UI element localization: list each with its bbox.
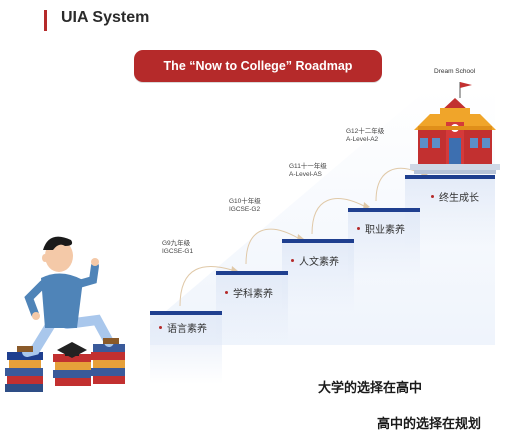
curve-g10 — [245, 228, 299, 265]
step-shadow-3 — [282, 242, 354, 312]
grade-cn-g10: G10十年级 — [229, 198, 261, 205]
grade-code-g11: A-Level-AS — [289, 171, 322, 178]
grade-label-g9: G9九年级 IGCSE-G1 — [162, 240, 193, 256]
step-shadow-5 — [405, 178, 495, 248]
curve-g11 — [311, 198, 365, 235]
curve-g9 — [179, 265, 233, 307]
step-bar-5 — [405, 175, 495, 179]
bullet-dot-4 — [357, 227, 360, 230]
step-label-1: 语言素养 — [167, 324, 207, 335]
grade-label-g12: G12十二年级 A-Level-A2 — [346, 128, 384, 144]
step-shadow-1 — [150, 314, 222, 384]
header: UIA System — [0, 0, 525, 40]
step-label-3: 人文素养 — [299, 257, 339, 268]
bullet-dot-1 — [159, 326, 162, 329]
step-label-2: 学科素养 — [233, 289, 273, 300]
step-bar-4 — [348, 208, 420, 212]
grade-code-g10: IGCSE-G2 — [229, 206, 261, 213]
step-bar-2 — [216, 271, 288, 275]
slogan-line-2: 高中的选择在规划 — [377, 417, 482, 432]
dream-school-label: Dream School — [434, 68, 476, 75]
school-building-icon — [410, 82, 500, 174]
grade-code-g9: IGCSE-G1 — [162, 248, 194, 255]
step-bar-1 — [150, 311, 222, 315]
grade-cn-g11: G11十一年级 — [289, 163, 327, 170]
step-label-4: 职业素养 — [365, 225, 405, 236]
grade-cn-g9: G9九年级 — [162, 240, 191, 247]
roadmap-title-banner: The “Now to College” Roadmap — [134, 50, 382, 82]
bullet-dot-5 — [431, 195, 434, 198]
grade-code-g12: A-Level-A2 — [346, 136, 379, 143]
bullet-dot-2 — [225, 291, 228, 294]
header-accent-bar — [44, 10, 47, 31]
step-shadow-2 — [216, 274, 288, 344]
bullet-dot-3 — [291, 259, 294, 262]
grade-label-g10: G10十年级 IGCSE-G2 — [229, 198, 261, 214]
grade-label-g11: G11十一年级 A-Level-AS — [289, 163, 327, 179]
grade-cn-g12: G12十二年级 — [346, 128, 385, 135]
step-label-5: 终生成长 — [439, 193, 479, 204]
student-with-books-illustration — [5, 236, 125, 392]
step-bar-3 — [282, 239, 354, 243]
header-title: UIA System — [61, 9, 150, 26]
slogan-line-1: 大学的选择在高中 — [318, 381, 423, 396]
